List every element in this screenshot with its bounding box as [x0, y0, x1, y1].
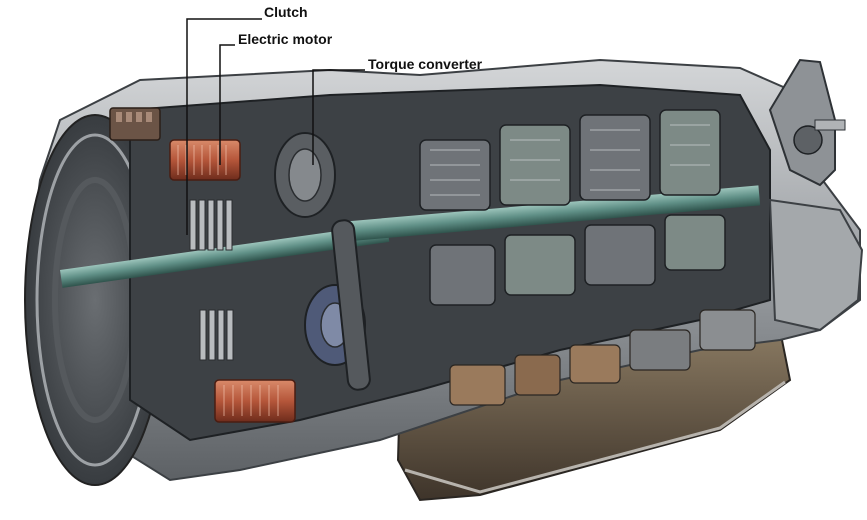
output-shaft [340, 185, 761, 242]
leader-lines [186, 18, 365, 235]
leader-electric-motor [219, 44, 235, 165]
electric-motor-label: Electric motor [238, 31, 333, 47]
electric-motor-upper-coil [169, 139, 241, 181]
planetary-gearsets [419, 109, 726, 306]
leader-torque-converter [312, 69, 365, 165]
output-flange [768, 58, 836, 187]
valve-body [449, 309, 756, 406]
leader-clutch [186, 18, 262, 235]
rear-housing [768, 198, 864, 332]
oil-pan-rim [404, 380, 786, 494]
torque-converter-label: Torque converter [368, 56, 483, 72]
chain-drive [331, 219, 371, 391]
gear-teeth [430, 124, 710, 196]
clutch-label: Clutch [264, 4, 308, 20]
main-shaft [59, 224, 390, 288]
clutch-pack [189, 199, 234, 361]
electric-motor-lower-coil [214, 379, 296, 423]
